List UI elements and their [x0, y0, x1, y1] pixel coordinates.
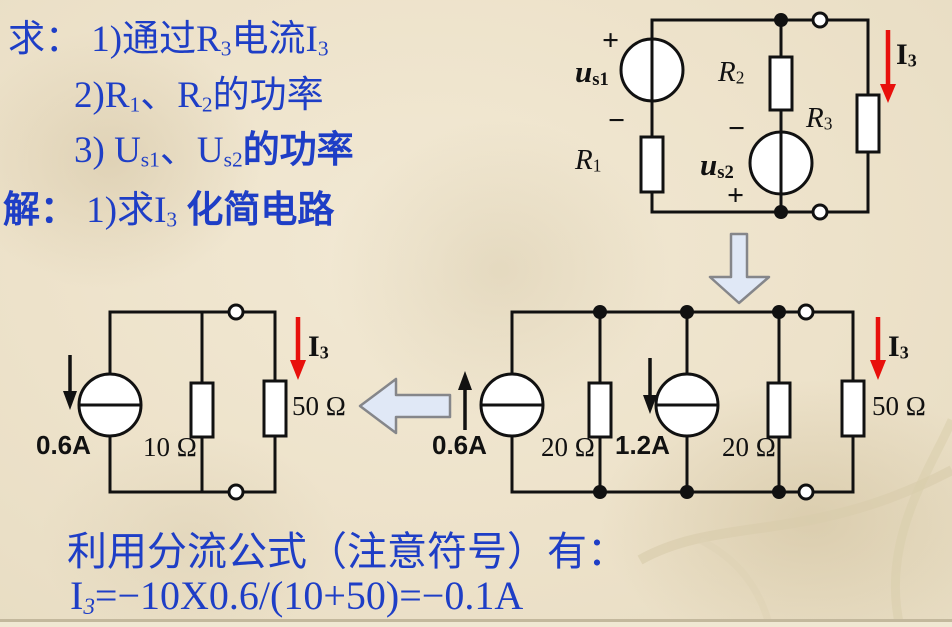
resistor-10ohm: [189, 381, 215, 439]
terminal-node: [811, 203, 829, 221]
slide-bottom-border: [0, 619, 952, 622]
r2-label: R2: [718, 56, 745, 88]
terminal-node: [797, 483, 815, 501]
resistor-r1: [639, 135, 665, 194]
node-dot: [774, 13, 788, 27]
solution-heading: 解： 1)求I3 化简电路: [3, 190, 335, 232]
resistor-value-50ohm: 50 Ω: [292, 391, 346, 421]
node-dot: [593, 305, 607, 319]
r3-label: R3: [806, 102, 833, 134]
source-value-0-6a: 0.6A: [36, 430, 91, 460]
resistor-value-20ohm: 20 Ω: [541, 432, 595, 462]
node-dot: [680, 305, 694, 319]
arrow-up-head-icon: [458, 371, 472, 390]
us2-label: us2: [700, 147, 734, 183]
resistor-r2: [768, 55, 794, 112]
terminal-node: [797, 303, 815, 321]
resistor-20ohm-a: [587, 381, 613, 439]
us2-plus-sign: +: [727, 179, 745, 212]
resistor-50ohm: [840, 379, 866, 438]
current-i3-arrowhead-icon: [880, 84, 896, 103]
arrow-down-head-icon: [643, 395, 657, 414]
conclusion-formula: I3=−10X0.6/(10+50)=−0.1A: [70, 573, 524, 621]
terminal-node: [811, 11, 829, 29]
transform-left-arrow-icon: [358, 377, 452, 435]
us1-plus-sign: +: [602, 24, 620, 57]
node-dot: [772, 305, 786, 319]
final-circuit-diagram: [63, 303, 306, 501]
branch-stroke: [698, 536, 774, 627]
i3-label: I3: [896, 38, 917, 71]
resistor-value-20ohm: 20 Ω: [722, 432, 776, 462]
source-value-1-2a: 1.2A: [615, 430, 670, 460]
problem-line-3: 3) Us1、Us2的功率: [74, 130, 354, 172]
i3-label: I3: [888, 330, 909, 363]
conclusion-text: 利用分流公式（注意符号）有：: [67, 529, 627, 574]
us2-minus-sign: −: [728, 112, 746, 145]
left-block-arrow: [358, 377, 452, 435]
simplified-circuit-diagram: [458, 303, 886, 501]
transform-down-arrow-icon: [708, 232, 771, 305]
terminal-node: [227, 303, 245, 321]
resistor-r3: [855, 93, 881, 154]
node-dot: [772, 485, 786, 499]
resistor-50ohm: [262, 379, 288, 438]
r1-label: R1: [575, 144, 602, 176]
node-dot: [680, 485, 694, 499]
i3-label: I3: [308, 330, 329, 363]
resistor-value-10ohm: 10 Ω: [143, 432, 197, 462]
node-dot: [593, 485, 607, 499]
arrow-down-head-icon: [63, 391, 77, 410]
slide-bottom-strip: [0, 622, 952, 627]
problem-line-1: 求： 1)通过R3电流I3: [8, 19, 329, 61]
resistor-20ohm-b: [766, 381, 792, 439]
us1-minus-sign: −: [608, 104, 626, 137]
us1-label: us1: [575, 54, 609, 90]
original-circuit-diagram: [619, 11, 896, 221]
terminal-node: [227, 483, 245, 501]
resistor-value-50ohm: 50 Ω: [872, 391, 926, 421]
down-block-arrow: [708, 232, 771, 305]
current-i3-arrowhead-icon: [290, 360, 306, 380]
node-dot: [774, 205, 788, 219]
problem-line-2: 2)R1、R2的功率: [74, 75, 324, 117]
source-value-0-6a: 0.6A: [432, 430, 487, 460]
current-i3-arrowhead-icon: [870, 360, 886, 380]
